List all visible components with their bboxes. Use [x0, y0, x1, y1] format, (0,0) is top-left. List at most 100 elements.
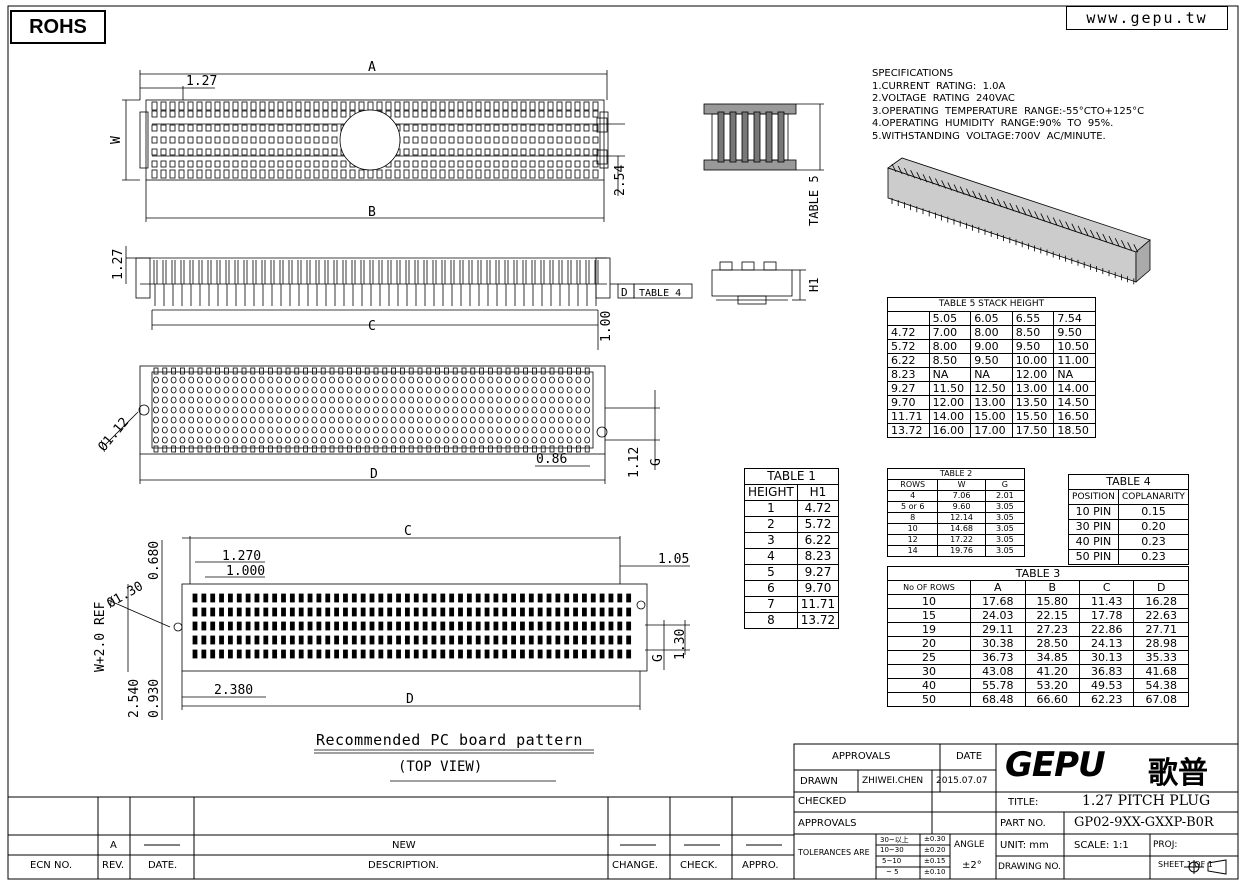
- pin: [493, 124, 500, 132]
- pin: [452, 367, 458, 375]
- iso-pin: [941, 180, 946, 189]
- sheet-border: [7, 5, 1239, 880]
- pad: [555, 635, 561, 645]
- iso-pin: [935, 178, 940, 187]
- pad: [334, 607, 340, 617]
- contact: [320, 396, 327, 404]
- dim-a: A: [368, 60, 376, 75]
- pin: [430, 110, 437, 118]
- pin: [276, 445, 282, 453]
- contact: [285, 436, 291, 444]
- pad: [440, 635, 446, 645]
- pin: [169, 148, 176, 156]
- pin: [313, 148, 320, 156]
- pin: [421, 101, 428, 111]
- contact: [285, 386, 291, 394]
- small-side-view: [711, 261, 806, 305]
- pin: [223, 148, 230, 156]
- pad: [396, 607, 401, 617]
- contact: [443, 386, 450, 394]
- table3-cell: 28.50: [1024, 636, 1081, 651]
- pin: [556, 148, 563, 156]
- contact: [513, 386, 520, 394]
- contact: [205, 376, 212, 384]
- iso-pin: [916, 172, 922, 181]
- pin: [439, 160, 446, 168]
- table5-cell: 13.00: [970, 395, 1013, 410]
- table5-cell: 16.00: [928, 423, 972, 438]
- contact: [522, 406, 529, 414]
- pad: [210, 649, 216, 659]
- contact: [285, 426, 291, 434]
- table1-cell: 13.72: [796, 612, 840, 629]
- pin: [187, 136, 194, 144]
- pad: [396, 593, 401, 603]
- pad: [502, 635, 508, 645]
- pin: [421, 124, 428, 132]
- pad: [520, 635, 525, 645]
- table5-cell: 8.00: [970, 325, 1013, 340]
- contact: [513, 416, 520, 424]
- contact: [452, 406, 459, 414]
- contact: [293, 386, 300, 394]
- pin: [470, 367, 476, 375]
- pin: [160, 124, 167, 132]
- table5-cell: 15.50: [1011, 409, 1055, 424]
- tb-tol-val: ±0.20: [924, 846, 946, 854]
- contact: [557, 436, 564, 444]
- contact: [214, 406, 221, 414]
- contact: [258, 426, 265, 434]
- pad: [466, 593, 472, 603]
- pad: [599, 621, 605, 631]
- pin: [206, 367, 212, 375]
- pin: [214, 148, 221, 156]
- view-caption: (TOP VIEW): [398, 759, 483, 775]
- rev-desc: NEW: [392, 840, 416, 851]
- pad: [334, 621, 340, 631]
- pin: [574, 148, 581, 156]
- contact: [153, 416, 159, 424]
- pin: [169, 160, 176, 168]
- pin: [430, 124, 437, 132]
- pad: [537, 635, 543, 645]
- pin: [520, 136, 527, 144]
- pin: [484, 169, 491, 179]
- pin: [529, 148, 536, 156]
- pad: [475, 593, 481, 603]
- contact: [170, 426, 177, 434]
- pin: [223, 110, 230, 118]
- contact: [487, 386, 494, 394]
- pad: [413, 607, 419, 617]
- pad: [608, 649, 614, 659]
- pad: [360, 649, 366, 659]
- pin: [349, 169, 356, 179]
- pad: [272, 593, 278, 603]
- pad: [422, 635, 428, 645]
- contact: [549, 406, 555, 414]
- table5-cell: 10.50: [1053, 339, 1096, 354]
- table2-cell: 5 or 6: [886, 501, 939, 513]
- pin: [160, 110, 167, 118]
- pad: [201, 635, 207, 645]
- table3-cell: 49.53: [1079, 678, 1135, 693]
- iso-pin: [1096, 231, 1101, 241]
- pad: [617, 593, 623, 603]
- contact: [417, 416, 423, 424]
- pin: [187, 101, 194, 111]
- contact: [337, 396, 344, 404]
- pad: [528, 635, 534, 645]
- pin: [412, 160, 419, 168]
- pin: [322, 110, 329, 118]
- pin: [205, 110, 212, 118]
- pin: [295, 124, 302, 132]
- tb-tol-range: ~ 5: [886, 868, 899, 876]
- table4-cell: 0.20: [1117, 519, 1190, 535]
- section-contact: [765, 111, 773, 163]
- contact: [461, 376, 467, 384]
- table2-col: W: [937, 479, 986, 491]
- iso-pin: [1083, 227, 1089, 237]
- table3-col: C: [1079, 580, 1135, 595]
- pin: [313, 169, 320, 179]
